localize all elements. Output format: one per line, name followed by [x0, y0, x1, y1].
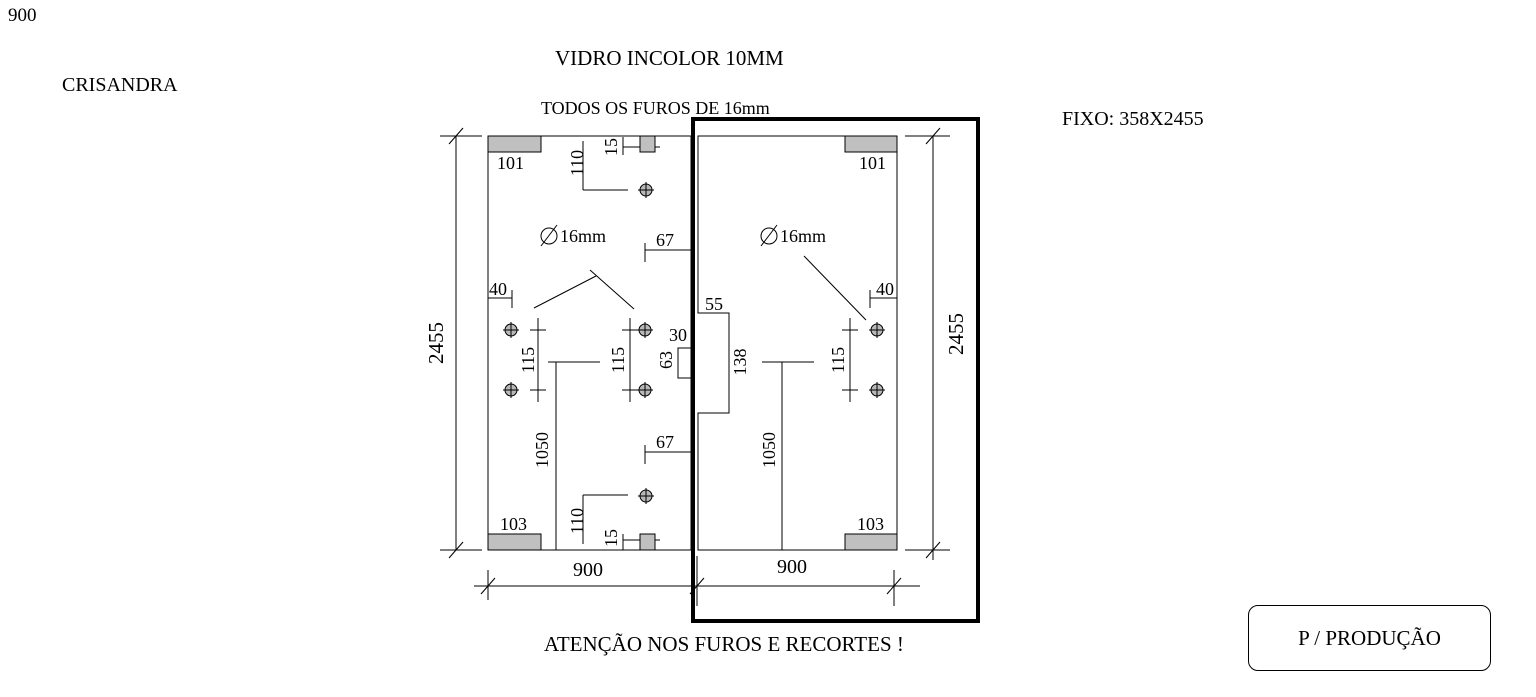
dim-top-110: 110: [567, 150, 587, 176]
dim-top-15: 15: [601, 138, 621, 156]
dim-hinge-top-right: 101: [859, 153, 886, 173]
dim-width-left: 900: [573, 559, 603, 581]
holes-note: TODOS OS FUROS DE 16mm: [541, 98, 770, 118]
dim-115-center: 115: [608, 347, 628, 373]
warning-text: ATENÇÃO NOS FUROS E RECORTES !: [544, 632, 904, 656]
fixed-frame: [691, 117, 980, 623]
dim-115-right: 115: [828, 347, 848, 373]
dim-notch-63: 63: [656, 351, 676, 369]
dim-height-left: 2455: [424, 322, 448, 364]
client-name: CRISANDRA: [62, 74, 178, 96]
dim-115-left: 115: [518, 347, 538, 373]
dim-1050-right: 1050: [759, 432, 779, 468]
dim-67-bottom: 67: [656, 432, 674, 452]
production-stamp-label: P / PRODUÇÃO: [1298, 625, 1441, 650]
dim-hinge-bottom-left: 103: [500, 514, 527, 534]
dim-40-right: 40: [876, 279, 894, 299]
hinge-bottom-center: [639, 533, 656, 551]
dim-diameter-left: 16mm: [560, 226, 606, 246]
hinge-top-right: [844, 135, 898, 153]
dim-hinge-top-left: 101: [497, 153, 524, 173]
production-stamp: P / PRODUÇÃO: [1248, 605, 1491, 671]
dim-67-top: 67: [656, 230, 674, 250]
left-panel-outline: [487, 135, 692, 551]
diameter-icon: [760, 227, 778, 245]
notch-30x63: [677, 347, 692, 379]
dim-cut-55: 55: [705, 294, 723, 314]
right-panel-outline: [697, 135, 898, 551]
fixed-panel-size: FIXO: 358X2455: [1062, 108, 1204, 130]
hinge-top-center: [639, 135, 656, 153]
diameter-icon: [540, 227, 558, 245]
dim-40-left: 40: [489, 279, 507, 299]
dim-cut-138: 138: [730, 349, 750, 376]
dim-height-right: 2455: [944, 313, 968, 355]
dim-bottom-15: 15: [601, 529, 621, 547]
dim-bottom-110: 110: [567, 508, 587, 534]
hinge-bottom-left: [487, 533, 542, 551]
dim-width-right: 900: [777, 556, 807, 578]
dim-1050-left: 1050: [532, 432, 552, 468]
glass-spec-title: VIDRO INCOLOR 10MM: [555, 46, 784, 70]
dim-hinge-bottom-right: 103: [857, 514, 884, 534]
dim-notch-30: 30: [669, 325, 687, 345]
hinge-top-left: [487, 135, 542, 153]
hinge-bottom-right: [844, 533, 898, 551]
corner-number: 900: [8, 5, 37, 26]
dim-diameter-right: 16mm: [780, 226, 826, 246]
